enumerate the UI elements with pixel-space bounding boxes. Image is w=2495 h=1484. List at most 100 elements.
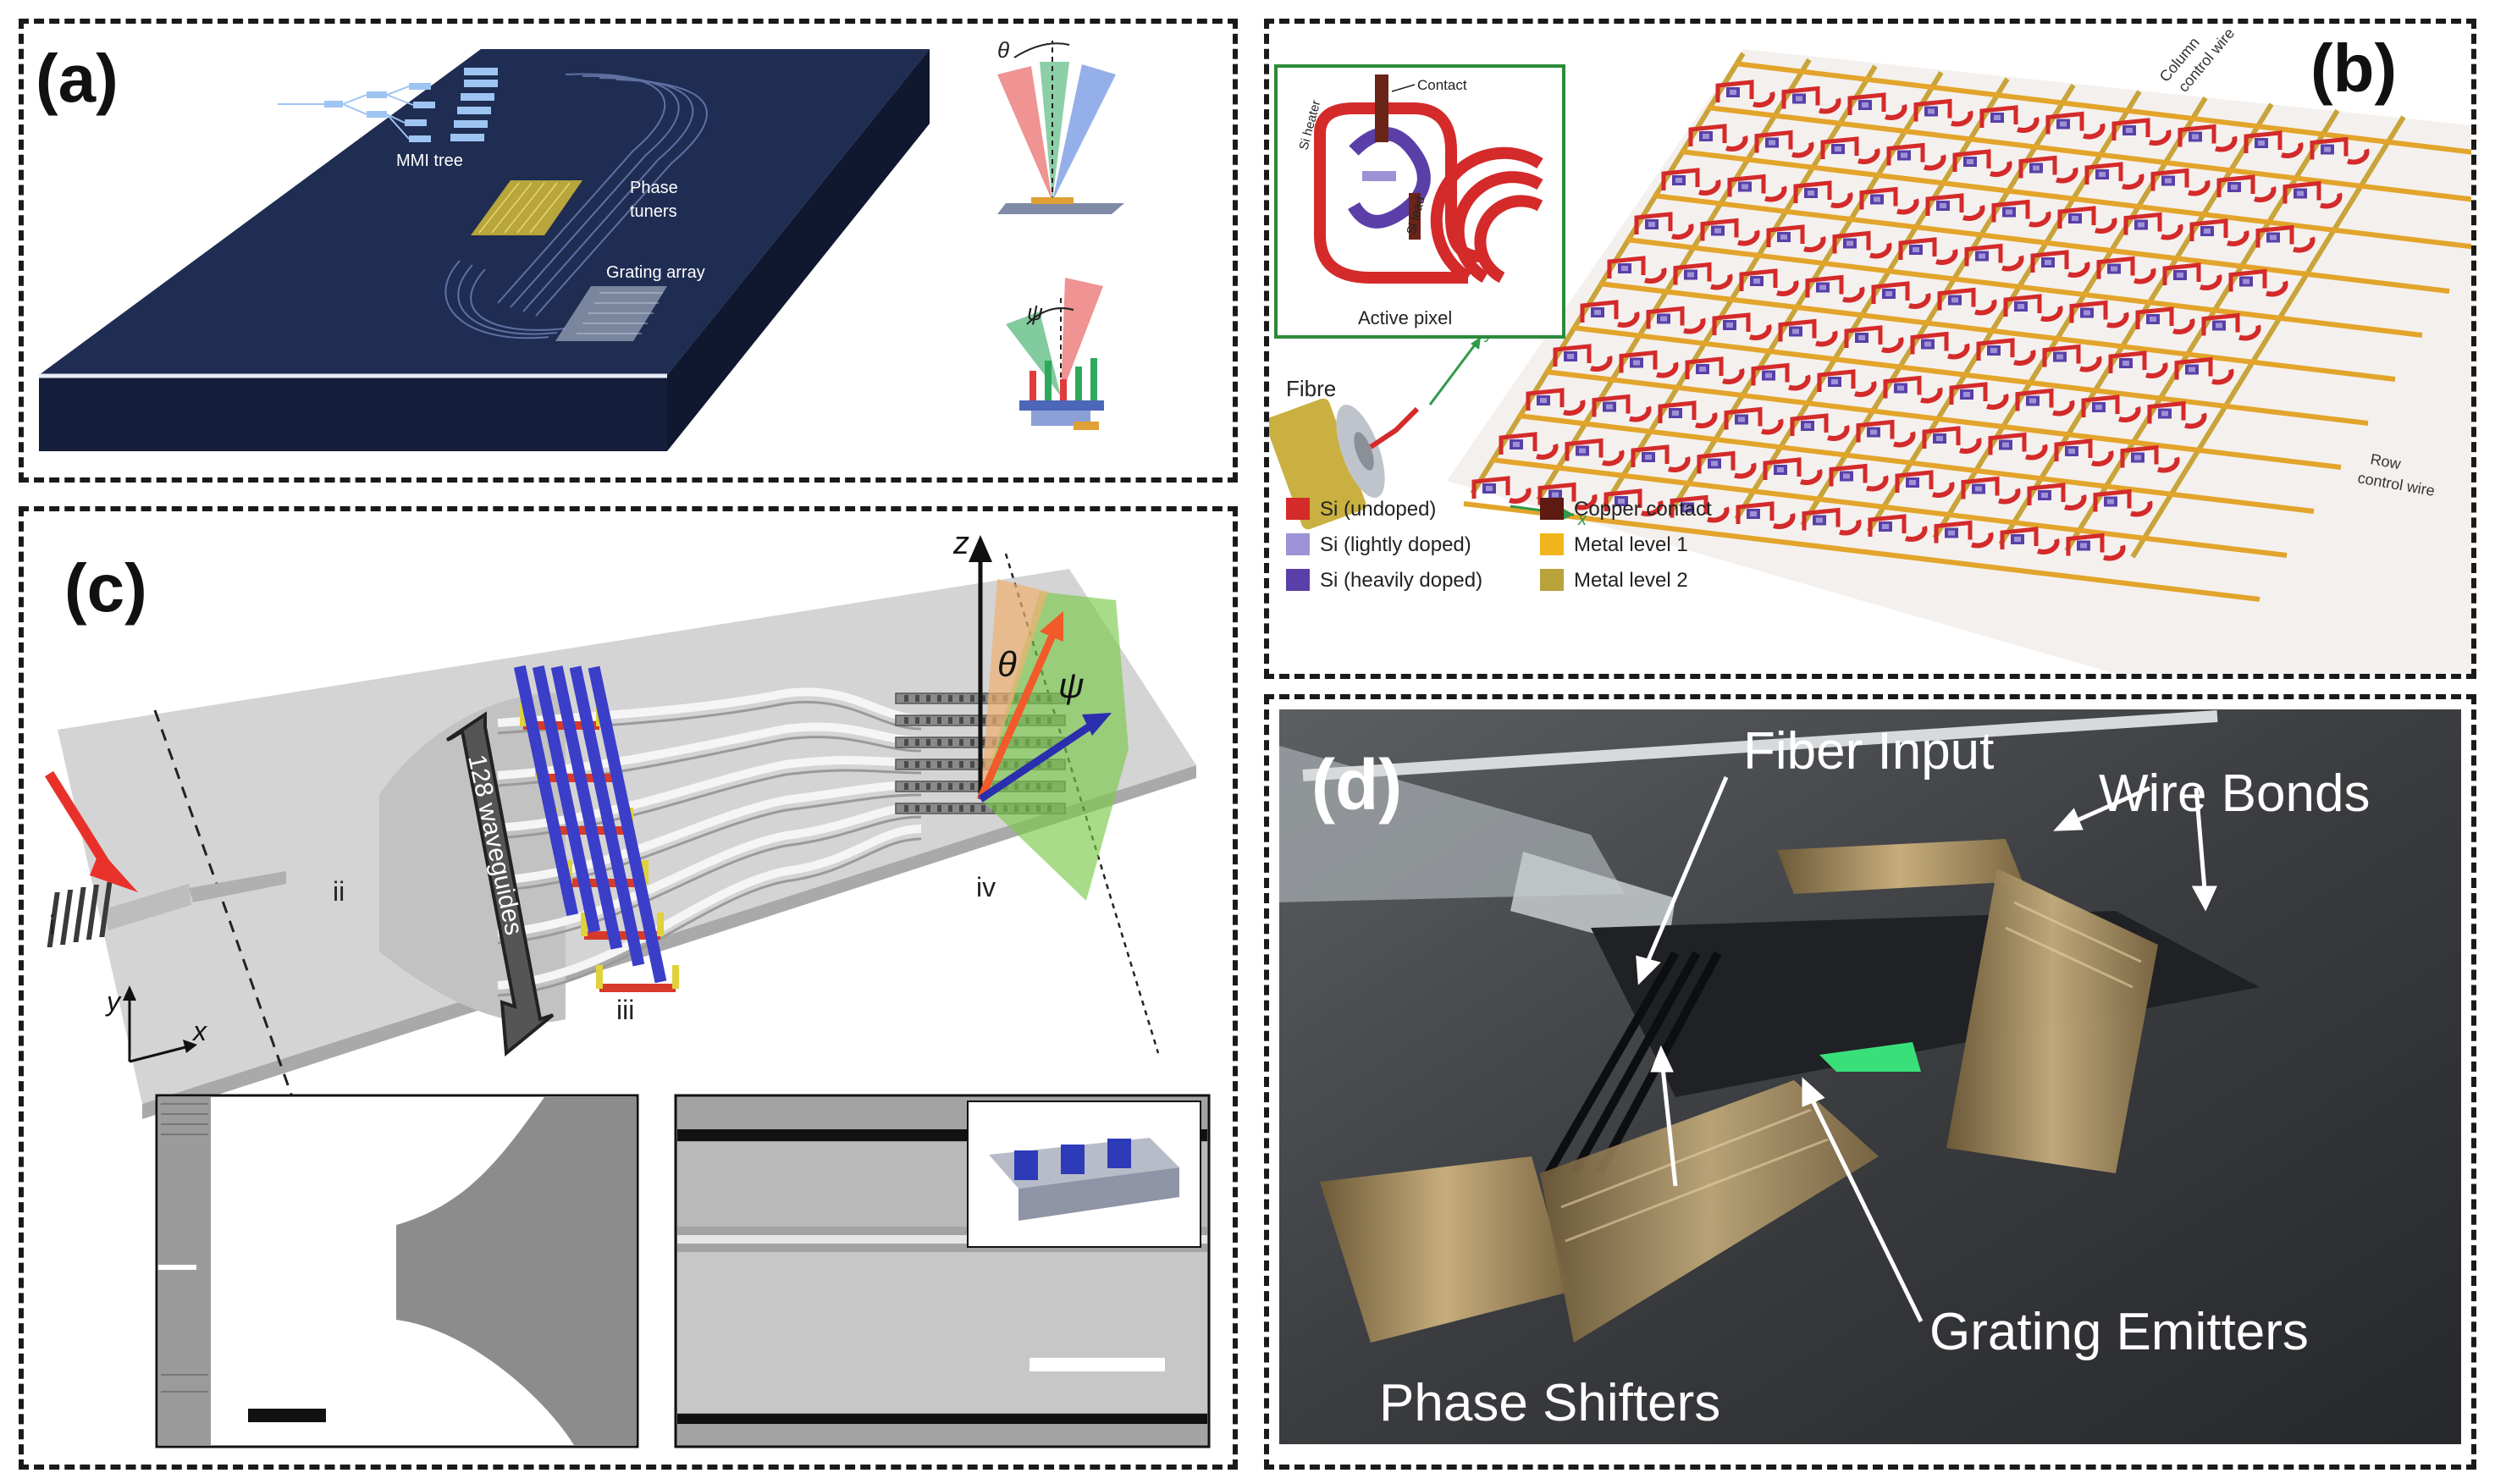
grating-tooth: [915, 783, 919, 790]
pixel-waveguide: [1661, 168, 1700, 190]
row-wire: [1626, 237, 2423, 338]
pixel: [1829, 463, 1889, 492]
pixel-lead: [1967, 159, 1973, 164]
pixel-waveguide: [1847, 92, 1886, 115]
pixel-waveguide: [1727, 174, 1766, 197]
pixel: [1751, 362, 1811, 391]
pixel-lead: [1486, 486, 1493, 491]
bond-pad-center: [1540, 1080, 1879, 1343]
pixel-lead: [1750, 511, 1757, 516]
pixel: [2282, 180, 2343, 209]
pixel-grating: [2266, 280, 2288, 297]
waveguide: [497, 722, 922, 780]
pixel-waveguide: [1607, 256, 1646, 279]
pixel-grating: [1800, 469, 1823, 486]
pixel-lead: [1936, 436, 1943, 441]
pixel-waveguide: [1922, 426, 1961, 449]
pixel-waveguide: [2108, 350, 2147, 373]
pixel-lead: [2060, 121, 2067, 127]
grating-tooth: [904, 761, 908, 768]
pixel-grating: [1951, 110, 1973, 127]
grating-tooth: [948, 695, 952, 702]
pixels: [1471, 80, 2370, 561]
region-ii-label: ii: [333, 876, 345, 907]
legend-swatch: [1286, 498, 1310, 520]
pixel-lead: [1835, 146, 1841, 152]
legend-label: Metal level 2: [1574, 569, 1688, 592]
pixel-waveguide: [1471, 476, 1510, 499]
pixel-lead: [1684, 505, 1691, 510]
pixel-grating: [2133, 268, 2156, 284]
pixel-lead: [1645, 455, 1652, 460]
waveguide: [497, 825, 922, 990]
pixel-lead: [2270, 234, 2277, 240]
pixel-lead: [1913, 247, 1919, 252]
pixel-grating: [1986, 394, 2009, 411]
pixel: [1670, 494, 1730, 523]
pixel: [1868, 514, 1928, 543]
pixel-grating: [1905, 526, 1928, 543]
pixel-lead: [2111, 266, 2117, 272]
pixel-lead: [1699, 367, 1706, 372]
psi-steering-schematic: ψ: [1006, 278, 1104, 430]
label-grating-array: Grating array: [606, 263, 705, 282]
pixel-lead: [2072, 216, 2078, 221]
pixel-lead: [1901, 152, 1907, 158]
grating-tooth: [915, 717, 919, 724]
pixel-grating: [2215, 135, 2238, 152]
pixel-lead: [1777, 467, 1784, 472]
pixel-waveguide: [1844, 325, 1883, 348]
pixel-grating: [1893, 431, 1916, 448]
pixel-waveguide: [1781, 86, 1820, 109]
pixel-grating: [2200, 274, 2222, 291]
pixel-waveguide: [1592, 394, 1631, 417]
pixel: [1673, 262, 1733, 290]
sem-image-waveguide-grating: [674, 1094, 1211, 1448]
pixel-grating: [1908, 293, 1931, 310]
pixel-lead: [2177, 273, 2183, 278]
pixel-grating: [2001, 255, 2024, 272]
pixel-waveguide: [1670, 494, 1708, 518]
pixel-waveguide: [2054, 439, 2093, 461]
pixel: [1661, 168, 1721, 196]
pixel-waveguide: [1685, 356, 1724, 379]
pixel-grating: [2103, 544, 2126, 561]
wire-bonds-label: Wire Bonds: [2099, 764, 2370, 823]
pixel-lead: [1963, 392, 1970, 397]
sem-image-star-coupler: [155, 1094, 639, 1448]
pixel: [1685, 356, 1745, 385]
pixel-waveguide: [1499, 432, 1537, 455]
z-axis-label: z: [952, 526, 969, 561]
legend-label: Metal level 1: [1574, 533, 1688, 556]
pixel: [1658, 400, 1718, 429]
pixel-lead: [2099, 172, 2106, 177]
pixel-waveguide: [1673, 262, 1712, 285]
region-iv-label: iv: [976, 872, 996, 902]
row-wire: [1707, 105, 2471, 202]
grating-tooth: [959, 717, 963, 724]
pixel-lead: [2138, 222, 2144, 228]
pixel: [1739, 268, 1799, 297]
pixel-grating: [2079, 356, 2102, 372]
pixel-lead: [2041, 493, 2048, 498]
region-iii-label: iii: [616, 995, 634, 1025]
pixel-array: [1447, 49, 2471, 674]
pixel-lead: [2107, 499, 2114, 505]
pixel: [1922, 426, 1982, 455]
pixel-grating: [1815, 330, 1838, 347]
waveguide-array: [497, 687, 922, 997]
pixel-lead: [2204, 229, 2211, 234]
pixel: [1700, 218, 1760, 246]
grating-tooth: [970, 739, 974, 746]
grating-tooth: [970, 761, 974, 768]
pixel-waveguide: [1763, 457, 1802, 480]
pixel-grating: [2320, 192, 2343, 209]
pixel: [2201, 312, 2261, 341]
grating-tooth: [915, 739, 919, 746]
pixel: [1964, 243, 2024, 272]
pixel: [1934, 520, 1994, 549]
pixel: [2030, 250, 2090, 279]
pixel-waveguide: [1634, 212, 1673, 234]
projection-vector: [978, 720, 1097, 803]
pixel: [1790, 413, 1850, 442]
